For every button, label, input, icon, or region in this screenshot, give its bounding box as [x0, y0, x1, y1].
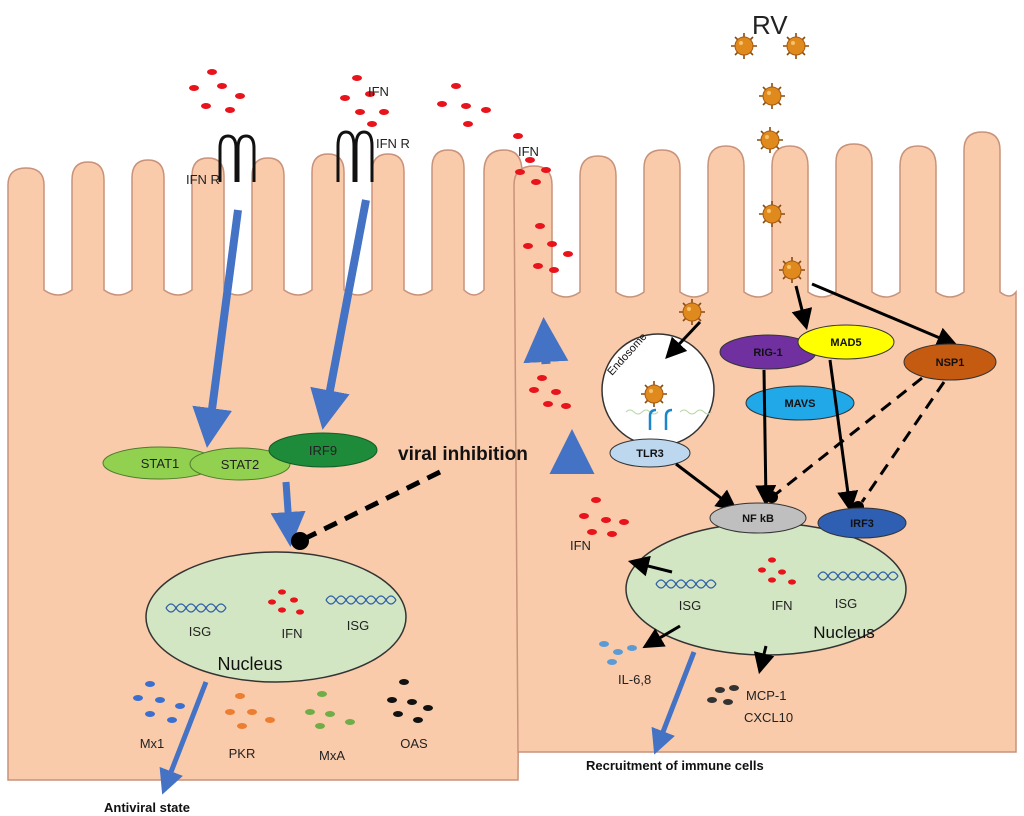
- mx1-cluster: [133, 681, 185, 723]
- ifn-cluster-top-middle: [340, 75, 389, 127]
- mxa-label: MxA: [319, 748, 345, 763]
- viral-inhibition-label: viral inhibition: [398, 444, 528, 465]
- viral-inhibition-line: [300, 469, 442, 543]
- recruitment-arrow: [651, 651, 697, 755]
- virus-to-rig1-arrow: [791, 285, 813, 331]
- tlr3-node: [609, 438, 691, 468]
- nsp1-label: NSP1: [936, 357, 965, 369]
- mavs-node: [745, 385, 855, 421]
- mavs-label: MAVS: [785, 398, 816, 410]
- oas-cluster: [387, 679, 433, 723]
- ifn-receptor-right-label: IFN R: [376, 136, 410, 151]
- left-nucleus: [145, 551, 407, 683]
- mad5-to-irf3-arrow: [828, 359, 859, 513]
- dna-isg-left: [165, 603, 227, 613]
- mad5-node: [797, 324, 895, 360]
- ifn-cluster-top-left: [189, 69, 245, 113]
- il-label: IL-6,8: [618, 672, 651, 687]
- tlr3-to-nfkb-arrow: [675, 462, 738, 511]
- ifn-cluster-top-right: [437, 83, 491, 127]
- virus-to-nsp1-arrow: [811, 282, 958, 348]
- irf9-label: IRF9: [309, 443, 337, 458]
- nsp1-node: [903, 343, 997, 381]
- irf9-node: [268, 432, 378, 468]
- rv-label: RV: [752, 10, 788, 40]
- ifn-cytoplasm-label: IFN: [570, 538, 591, 553]
- pkr-cluster: [225, 693, 275, 729]
- ifn-receptor-left: [218, 134, 256, 182]
- ifn-label-secreted: IFN: [518, 144, 539, 159]
- stat2-label: STAT2: [221, 457, 260, 472]
- right-nucleus-label: Nucleus: [813, 623, 874, 642]
- nfkb-node: [709, 502, 807, 534]
- virus-to-endosome-arrow: [665, 320, 702, 360]
- signal-arrow-right: [310, 199, 370, 430]
- ifn-in-right-nucleus: [758, 557, 796, 585]
- nucleus-to-ifn-arrow: [627, 555, 673, 577]
- ifn-receptor-left-label: IFN R: [186, 172, 220, 187]
- right-isg-label-1: ISG: [679, 598, 701, 613]
- tlr3-label: TLR3: [636, 448, 664, 460]
- mxa-cluster: [305, 691, 355, 729]
- nucleus-to-mcp-arrow: [753, 645, 775, 675]
- viral-rna: [625, 409, 713, 415]
- right-ifn-nucleus-label: IFN: [772, 598, 793, 613]
- ifn-cluster-cytoplasm: [579, 497, 629, 537]
- antiviral-state-arrow: [159, 681, 209, 795]
- irf3-node: [817, 507, 907, 539]
- left-isg-label-1: ISG: [189, 624, 211, 639]
- nsp1-inhibit-irf3-line: [860, 381, 946, 503]
- mcp-cluster: [707, 685, 739, 705]
- rig1-to-nfkb-arrow: [755, 369, 777, 507]
- ifn-cluster-secreted: [513, 133, 573, 409]
- nsp1-inhibit-nfkb-line: [775, 376, 923, 496]
- viral-inhibition-dot: [291, 532, 309, 550]
- ifn-in-left-nucleus: [268, 589, 304, 615]
- il-cluster: [599, 641, 637, 665]
- nucleus-to-il-arrow: [642, 624, 681, 649]
- right-isg-label-2: ISG: [835, 596, 857, 611]
- left-nucleus-label: Nucleus: [217, 654, 282, 674]
- ifn-receptor-right: [336, 130, 374, 182]
- antiviral-state-label: Antiviral state: [104, 800, 190, 815]
- ifn-release-arrow-upper: [523, 317, 569, 365]
- pkr-label: PKR: [229, 746, 256, 761]
- stat1-label: STAT1: [141, 456, 180, 471]
- recruitment-label: Recruitment of immune cells: [586, 758, 764, 773]
- stat2-node: [189, 447, 291, 481]
- dna-isg-right-cell-right: [817, 571, 899, 581]
- signal-arrow-left: [192, 209, 242, 448]
- rig1-label: RIG-1: [753, 347, 782, 359]
- stat-to-nucleus-arrow: [270, 481, 306, 547]
- tlr3-receptor: [648, 408, 673, 430]
- dna-isg-right: [325, 595, 397, 605]
- mx1-label: Mx1: [140, 736, 165, 751]
- oas-label: OAS: [400, 736, 428, 751]
- mcp1-label: MCP-1: [746, 688, 786, 703]
- cxcl10-label: CXCL10: [744, 710, 793, 725]
- dna-isg-right-cell-left: [655, 579, 717, 589]
- nfkb-label: NF kB: [742, 513, 774, 525]
- mad5-label: MAD5: [830, 337, 861, 349]
- irf3-label: IRF3: [850, 518, 874, 530]
- nsp1-inhibit-nfkb-dot: [766, 491, 778, 503]
- ifn-label-top: IFN: [368, 84, 389, 99]
- left-isg-label-2: ISG: [347, 618, 369, 633]
- left-ifn-nucleus-label: IFN: [282, 626, 303, 641]
